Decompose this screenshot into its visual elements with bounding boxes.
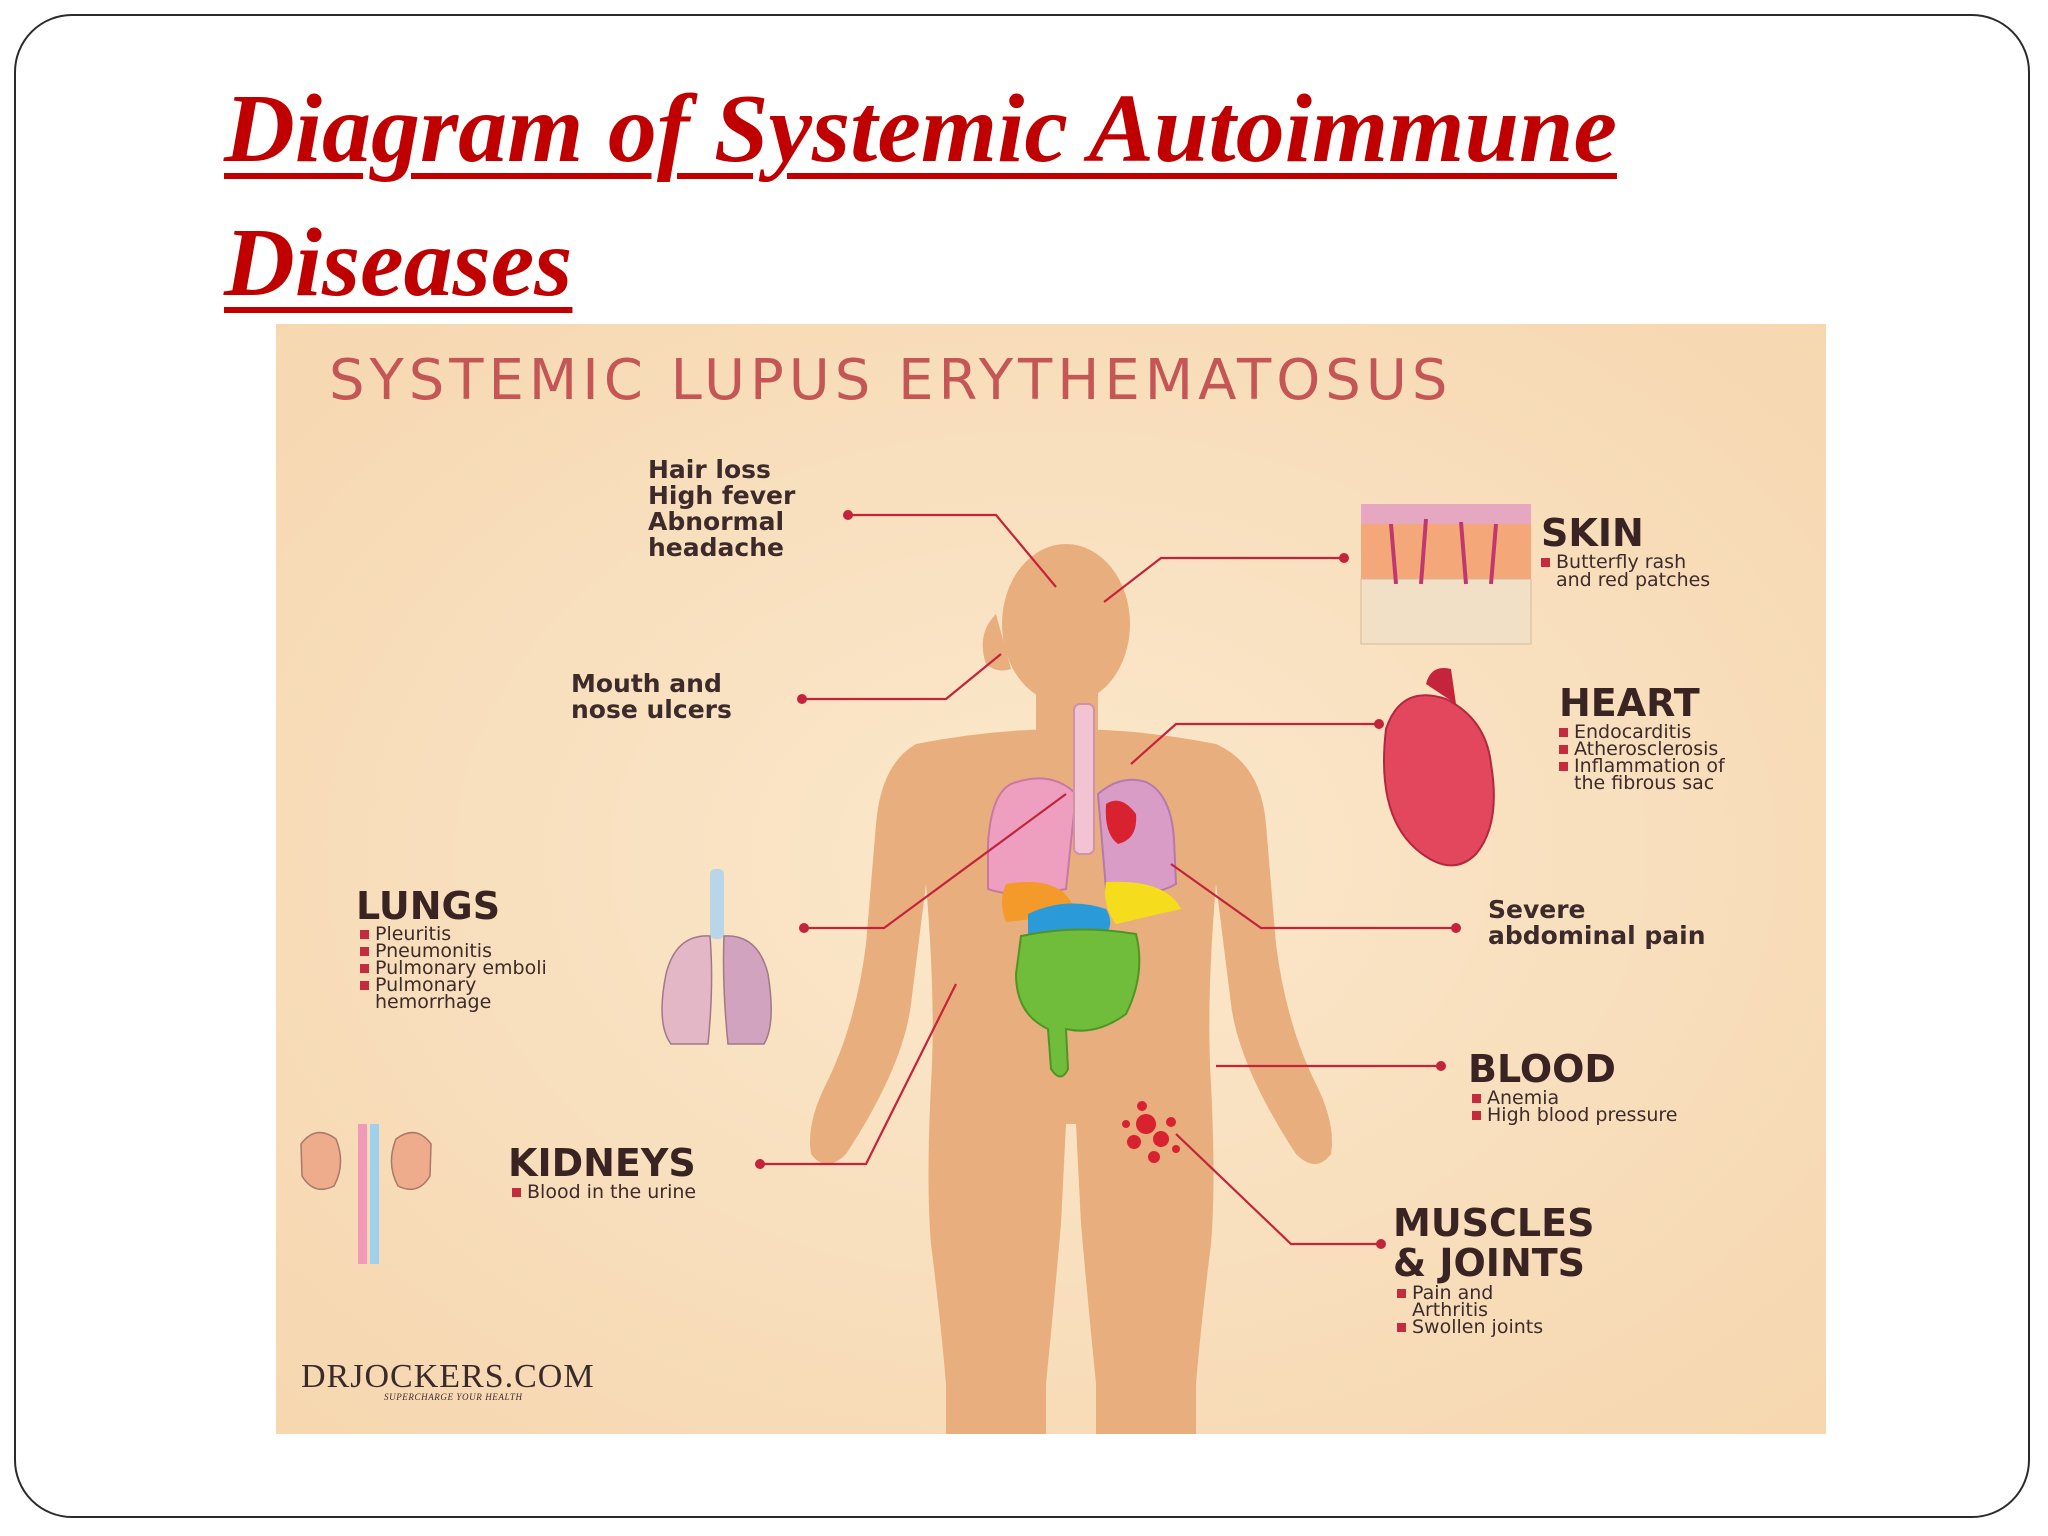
- svg-text:Swollen joints: Swollen joints: [1412, 1316, 1543, 1338]
- svg-text:Blood in the urine: Blood in the urine: [527, 1181, 696, 1203]
- svg-text:Butterfly rash: Butterfly rash: [1556, 551, 1686, 573]
- svg-text:SKIN: SKIN: [1541, 511, 1644, 555]
- svg-text:High blood pressure: High blood pressure: [1487, 1104, 1677, 1126]
- heart-section: HEART Endocarditis Atherosclerosis Infla…: [1559, 681, 1726, 794]
- svg-text:BLOOD: BLOOD: [1468, 1047, 1616, 1091]
- internal-organs: [987, 703, 1181, 1078]
- blood-spatter: [1122, 1101, 1180, 1163]
- svg-text:DRJOCKERS.COM: DRJOCKERS.COM: [301, 1358, 595, 1395]
- svg-text:headache: headache: [648, 533, 784, 562]
- svg-text:Mouth and: Mouth and: [571, 669, 722, 698]
- svg-text:MUSCLES: MUSCLES: [1393, 1201, 1594, 1245]
- svg-text:KIDNEYS: KIDNEYS: [508, 1141, 696, 1185]
- svg-text:hemorrhage: hemorrhage: [375, 991, 491, 1013]
- svg-text:Pulmonary: Pulmonary: [375, 974, 476, 996]
- svg-text:Endocarditis: Endocarditis: [1574, 721, 1691, 743]
- svg-text:Atherosclerosis: Atherosclerosis: [1574, 738, 1718, 760]
- abdominal-symptoms: Severe abdominal pain: [1488, 895, 1706, 950]
- svg-text:High fever: High fever: [648, 481, 796, 510]
- svg-text:Hair loss: Hair loss: [648, 455, 771, 484]
- skin-illustration: [1360, 504, 1532, 645]
- svg-text:Arthritis: Arthritis: [1412, 1299, 1488, 1321]
- skin-section: SKIN Butterfly rash and red patches: [1541, 511, 1710, 591]
- slide-title: Diagram of Systemic Autoimmune Diseases: [224, 75, 1617, 317]
- svg-text:HEART: HEART: [1559, 681, 1700, 725]
- svg-text:Pulmonary emboli: Pulmonary emboli: [375, 957, 547, 979]
- svg-text:Severe: Severe: [1488, 895, 1586, 924]
- lungs-illustration: [661, 869, 772, 1045]
- svg-text:SUPERCHARGE YOUR HEALTH: SUPERCHARGE YOUR HEALTH: [384, 1392, 523, 1402]
- svg-text:LUNGS: LUNGS: [356, 884, 500, 928]
- infographic-heading: SYSTEMIC LUPUS ERYTHEMATOSUS: [329, 348, 1452, 413]
- kidneys-section: KIDNEYS Blood in the urine: [508, 1141, 696, 1203]
- drjockers-logo: DRJOCKERS.COM SUPERCHARGE YOUR HEALTH: [301, 1358, 595, 1402]
- svg-text:Anemia: Anemia: [1487, 1087, 1559, 1109]
- svg-text:Pleuritis: Pleuritis: [375, 923, 451, 945]
- svg-text:Pneumonitis: Pneumonitis: [375, 940, 492, 962]
- slide-frame: [14, 14, 2030, 1518]
- lungs-section: LUNGS Pleuritis Pneumonitis Pulmonary em…: [356, 884, 547, 1013]
- blood-section: BLOOD Anemia High blood pressure: [1468, 1047, 1677, 1126]
- svg-text:and red patches: and red patches: [1556, 569, 1710, 591]
- muscles-joints-section: MUSCLES & JOINTS Pain and Arthritis Swol…: [1393, 1201, 1594, 1338]
- leader-lines: [755, 510, 1461, 1249]
- svg-text:Abnormal: Abnormal: [648, 507, 784, 536]
- heart-illustration: [1383, 668, 1495, 867]
- svg-text:abdominal pain: abdominal pain: [1488, 921, 1706, 950]
- svg-text:Inflammation of: Inflammation of: [1574, 755, 1726, 777]
- lupus-infographic: SYSTEMIC LUPUS ERYTHEMATOSUS: [276, 324, 1826, 1434]
- svg-text:the fibrous sac: the fibrous sac: [1574, 772, 1714, 794]
- svg-text:nose ulcers: nose ulcers: [571, 695, 732, 724]
- kidneys-illustration: [300, 1124, 432, 1264]
- svg-text:& JOINTS: & JOINTS: [1393, 1241, 1585, 1285]
- svg-text:Pain and: Pain and: [1412, 1282, 1493, 1304]
- head-symptoms: Hair loss High fever Abnormal headache: [648, 455, 796, 562]
- mouth-symptoms: Mouth and nose ulcers: [571, 669, 732, 724]
